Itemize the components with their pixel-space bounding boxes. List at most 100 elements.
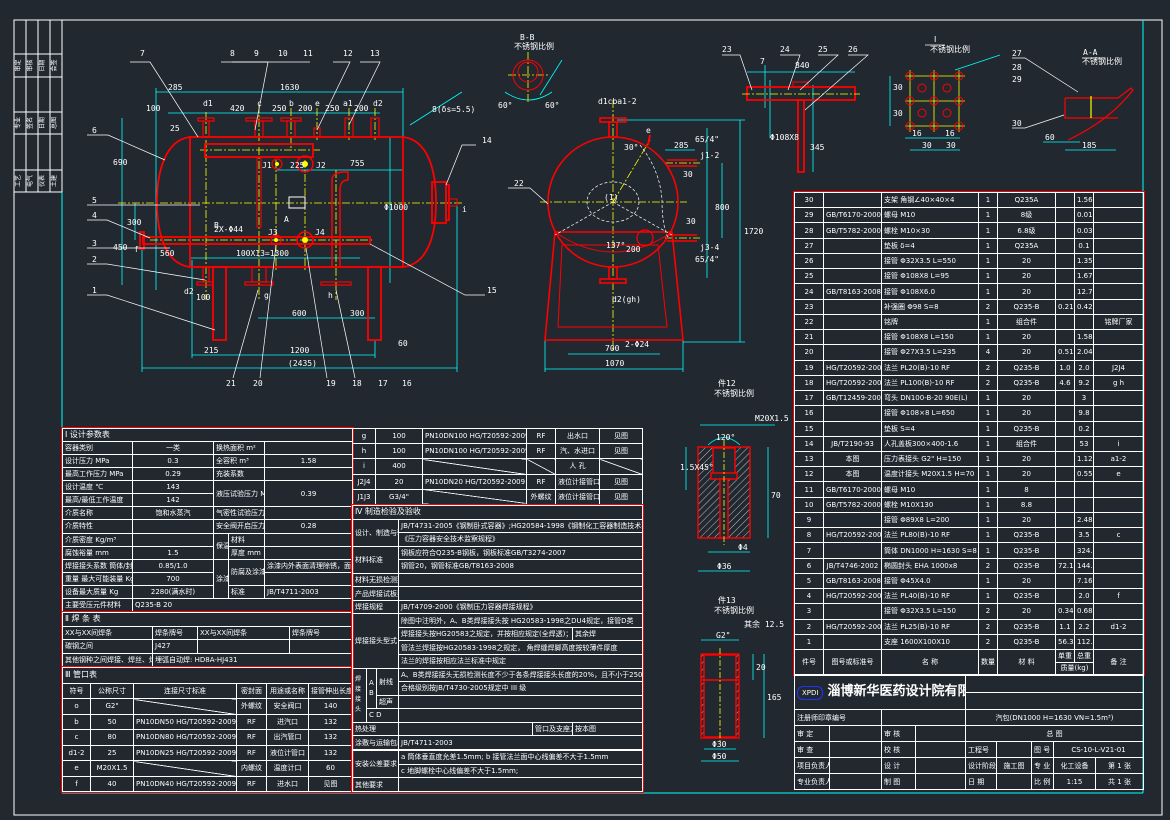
parts-cell: 0.01 <box>1074 207 1094 224</box>
mfg-value: 管法兰焊接按HG20583-1998之规定， 角焊缝焊脚高度按较薄件厚度 <box>397 640 644 655</box>
parts-cell: 6 <box>794 557 824 574</box>
parts-cell: 8级 <box>997 207 1056 224</box>
mfg-value <box>397 586 644 601</box>
tb-value <box>829 773 882 790</box>
mfg-value: JB/T4731-2005《钢制卧式容器》;HG20584-1998《钢制化工容… <box>397 518 644 534</box>
nozzle-cell <box>422 458 527 475</box>
nozzle-cell: RF <box>526 443 556 460</box>
strip-label: 审定 <box>14 59 22 71</box>
parts-cell <box>1055 390 1075 407</box>
main-view-label: 100 <box>146 104 161 113</box>
side-vessel <box>512 59 697 341</box>
nozzle-cell <box>526 458 556 475</box>
main-view-label: 225 <box>290 161 305 170</box>
parts-cell: 1 <box>978 237 998 254</box>
parts-cell: 1 <box>978 268 998 285</box>
main-view-label: 200 <box>298 104 313 113</box>
strip-label: 工艺 <box>14 175 22 187</box>
strip-label: 电气 <box>26 175 34 187</box>
main-leader-lines <box>87 61 485 379</box>
parts-cell: 1.56 <box>1074 191 1094 209</box>
sheet-number: 第 1 张 <box>1095 757 1144 774</box>
mfg-value: a 筒体垂直度允差1.5mm; b 接管法兰面中心线偏差不大于1.5mm <box>397 750 644 765</box>
param-value: 0.28 <box>263 519 354 534</box>
parts-cell: Q235-B <box>997 557 1056 574</box>
strip-label: 仪表 <box>38 175 46 187</box>
parts-cell: 1 <box>978 572 998 590</box>
parts-cell: GB/T5782-2000 <box>823 496 882 513</box>
nozzle-column-header: 符号 <box>62 682 91 699</box>
parts-cell: 接管 Φ32X3.5 L=150 <box>881 603 979 620</box>
detail-views-label: 29 <box>1012 75 1022 84</box>
part-details-label: M20X1.5 <box>755 414 789 423</box>
parts-cell: 5 <box>794 572 824 590</box>
parts-cell <box>823 313 882 331</box>
parts-cell: 72.1 <box>1055 557 1075 574</box>
parts-cell: Q235-B <box>997 542 1056 559</box>
main-view-label: 300 <box>350 309 365 318</box>
vessel-body <box>139 117 458 341</box>
detail-views-label: A-A <box>1083 48 1098 57</box>
nozzle-cell: J2J4 <box>352 473 376 490</box>
parts-cell: 16 <box>794 405 824 422</box>
detail-views-label: 28 <box>1012 63 1022 72</box>
parts-cell <box>1055 542 1075 559</box>
parts-cell: 29 <box>794 207 824 224</box>
param-label: 换热面积 m² <box>213 441 265 456</box>
tb-value <box>829 757 882 774</box>
parts-cell: JB/T2190-93 <box>823 435 882 452</box>
side-view-label: 800 <box>715 203 730 212</box>
detail-views-label: 16 <box>945 129 955 138</box>
detail-views-label: 7 <box>760 57 765 66</box>
part-details-label: 165 <box>767 693 782 702</box>
parts-cell <box>1074 313 1094 331</box>
parts-cell <box>1055 572 1075 590</box>
side-view-label: 22 <box>514 179 524 188</box>
parts-cell <box>1093 252 1144 270</box>
param-value: 0.85/1.0 <box>132 558 214 573</box>
nozzle-cell: 132 <box>307 713 354 730</box>
side-view-label: 60° <box>545 101 559 110</box>
drawing-title: 汽包(DN1000 H=1630 VN=1.5m³) <box>965 709 1144 726</box>
param-label: 厚度 mm <box>228 545 265 560</box>
detail-views-label: 30 <box>946 141 956 150</box>
parts-cell: 接管 Φ108X8 L=150 <box>881 329 979 346</box>
mfg-value: 按本图 <box>571 721 644 737</box>
parts-cell: 法兰 PL40(B)-10 RF <box>881 588 979 605</box>
parts-cell <box>1055 207 1075 224</box>
param-value <box>263 571 354 586</box>
parts-cell <box>1055 237 1075 254</box>
part-details-label: Φ50 <box>712 752 727 761</box>
parts-cell: 法兰 PL100(B)-10 RF <box>881 374 979 392</box>
param-value <box>263 532 354 547</box>
tb-label: 审 核 <box>881 725 916 742</box>
strip-label: 日期 <box>38 59 46 71</box>
parts-cell: 1.0 <box>1055 359 1075 376</box>
tb-value <box>915 757 966 774</box>
param-label: 重量 最大可能装量 Kg <box>62 571 133 586</box>
nozzle-cell: 进汽口 <box>266 713 309 730</box>
parts-cell: 20 <box>997 450 1056 468</box>
welding-header: 焊条牌号 <box>152 625 198 640</box>
parts-cell: 9.2 <box>1074 374 1094 392</box>
detail-leaders <box>722 44 1105 129</box>
parts-cell: a1-2 <box>1093 450 1144 468</box>
param-label: 介质密度 Kg/m³ <box>62 532 133 547</box>
nozzle-cell: 汽、水进口 <box>555 443 600 460</box>
parts-cell: 1.58 <box>1074 329 1094 346</box>
parts-cell: 20 <box>997 329 1056 346</box>
parts-cell <box>1093 207 1144 224</box>
parts-cell: 2.48 <box>1074 511 1094 529</box>
main-view-label: 25 <box>170 124 180 133</box>
nozzle-cell <box>133 760 237 777</box>
parts-cell: 法兰 PL80(B)-10 RF <box>881 527 979 544</box>
parts-cell: c <box>1093 527 1144 544</box>
detail-views-label: 25 <box>818 45 828 54</box>
part-details-label: 不锈钢比例 <box>714 388 754 398</box>
main-view-label: 100X13=1300 <box>236 249 289 258</box>
parts-cell: 椭圆封头 EHA 1000x8 <box>881 557 979 574</box>
